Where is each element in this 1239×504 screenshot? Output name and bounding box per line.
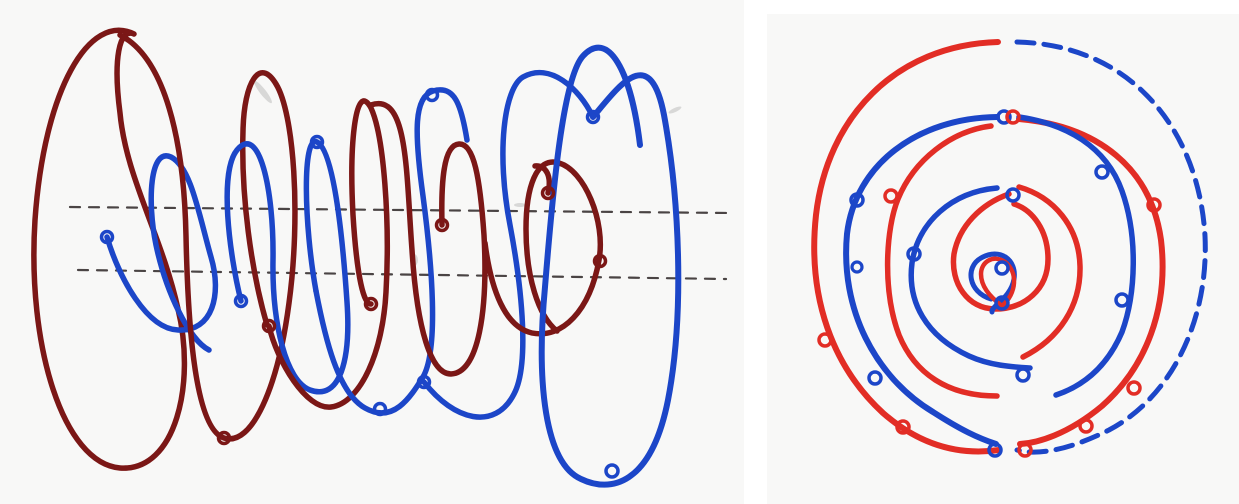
circle-marker [817,332,833,348]
circle-marker [372,401,388,417]
third-ring-red-arc [1016,184,1083,360]
upper-dashed-guide-line [68,205,734,215]
dark-red-helix-loop-2 [117,32,298,442]
right-concentric-sketch-panel [767,14,1239,504]
circle-marker [424,87,440,103]
blue-helix-loop-3 [313,87,470,416]
circle-marker [994,260,1010,276]
circle-marker [994,295,1010,311]
left-circle-markers [99,87,620,479]
circle-marker [309,134,325,150]
circle-marker [849,192,865,208]
blue-helix-loop-5 [538,44,682,488]
inner-blue-ring [968,251,1017,315]
second-ring-blue-inner-right [1016,114,1136,398]
circle-marker [1015,367,1031,383]
circle-marker [906,246,922,262]
inner-red-small-loop [978,256,1017,309]
circle-marker [416,374,432,390]
circle-marker [540,185,556,201]
circle-marker [895,419,911,435]
smudge [514,203,526,207]
circle-marker [261,318,277,334]
circle-marker [1078,418,1094,434]
circle-marker [1005,187,1021,203]
circle-marker [1146,197,1162,213]
circle-marker [363,296,379,312]
circle-marker [996,109,1012,125]
circle-marker [867,370,883,386]
circle-marker [1017,442,1033,458]
second-ring-red-left-inner [884,123,1000,399]
outer-red-arc [811,39,1002,455]
circle-marker [434,217,450,233]
blue-helix-loop-4 [421,69,596,420]
circle-marker [592,253,608,269]
circle-marker [1114,292,1130,308]
outer-blue-dashed-arc [1014,39,1208,455]
right-concentric-sketch [811,39,1208,458]
circle-marker [585,109,601,125]
dark-red-helix-loop-3 [266,98,390,410]
dark-red-helix-loop-1 [31,27,188,471]
second-ring-red-right [1016,116,1166,447]
circle-marker [1126,380,1142,396]
dark-red-helix-loop-4 [368,100,488,377]
dark-red-helix-loop-5 [482,159,603,337]
circle-marker [1094,164,1110,180]
second-ring-blue-left [843,114,1000,447]
circle-marker [1005,109,1021,125]
circle-marker [99,229,115,245]
right-circle-markers [817,109,1162,458]
left-helix-sketch [31,27,734,488]
blue-helix-loop-2 [224,139,351,395]
blue-helix-loop-1 [104,153,219,353]
inner-red-ring [950,191,1051,312]
circle-marker [883,188,899,204]
circle-marker [987,442,1003,458]
lower-dashed-guide-line [76,268,728,281]
left-helix-sketch-panel [31,27,734,488]
smudge [254,80,272,104]
circle-marker [604,463,620,479]
third-ring-blue-arc [908,185,1033,371]
smudge [668,106,682,114]
circle-marker [216,430,232,446]
circle-marker [233,293,249,309]
circle-marker [850,260,864,274]
